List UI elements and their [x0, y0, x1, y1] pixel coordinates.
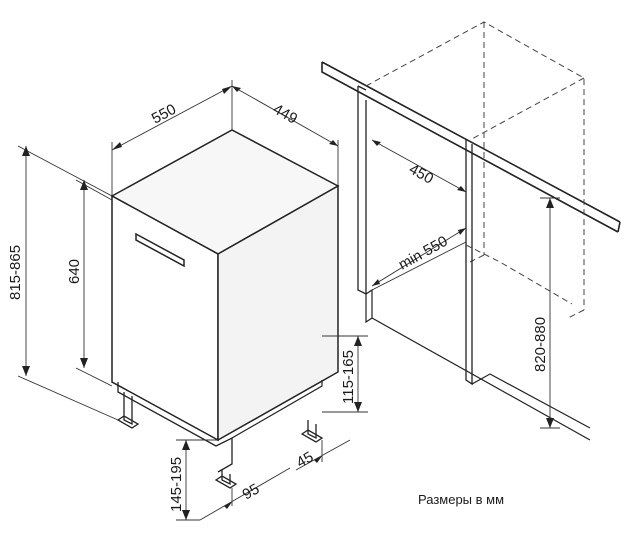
rear-foot [300, 420, 324, 443]
kitchen-niche [321, 21, 621, 441]
rear-feet-label: 115-165 [340, 350, 357, 404]
dishwasher-base-edge [231, 380, 323, 439]
rear-feet-dimension: 115-165 [322, 335, 368, 413]
body-height-dimension: 640 [66, 179, 113, 387]
left-cabinet-panel [357, 85, 367, 296]
foot-offset-dimension: 95 [199, 467, 291, 521]
front-feet-label: 145-195 [168, 457, 185, 512]
niche-floor [371, 241, 467, 291]
rear-offset-label: 45 [294, 448, 317, 471]
total-height-dimension: 815-865 [7, 145, 119, 421]
dishwasher [110, 129, 340, 489]
right-cabinet-panel [465, 140, 473, 386]
units-caption: Размеры в мм [418, 492, 504, 507]
right-cabinet-base [471, 373, 591, 429]
countertop [321, 61, 621, 233]
niche-height-dimension: 820-880 [532, 197, 560, 429]
body-height-label: 640 [66, 259, 83, 284]
depth-label: 449 [270, 101, 300, 128]
niche-depth-dimension: 450 [371, 139, 467, 193]
niche-back-wall [365, 21, 585, 319]
width-label: 550 [149, 101, 179, 128]
niche-height-label: 820-880 [532, 317, 549, 372]
foot-offset-label: 95 [240, 480, 263, 503]
floor-line [371, 317, 591, 441]
niche-min-depth-dimension: min 550 [371, 227, 467, 287]
dishwasher-side [217, 184, 339, 442]
dishwasher-plinth [117, 382, 233, 473]
left-cabinet-plinth [365, 288, 373, 324]
rear-offset-dimension: 45 [294, 439, 351, 471]
front-left-foot [116, 392, 140, 429]
total-height-label: 815-865 [7, 245, 24, 300]
niche-min-depth-label: min 550 [396, 233, 451, 274]
niche-floor-back [465, 244, 573, 305]
dishwasher-handle [135, 232, 185, 268]
front-right-foot [214, 470, 238, 489]
niche-depth-label: 450 [406, 161, 436, 188]
front-feet-dimension: 145-195 [168, 439, 218, 521]
